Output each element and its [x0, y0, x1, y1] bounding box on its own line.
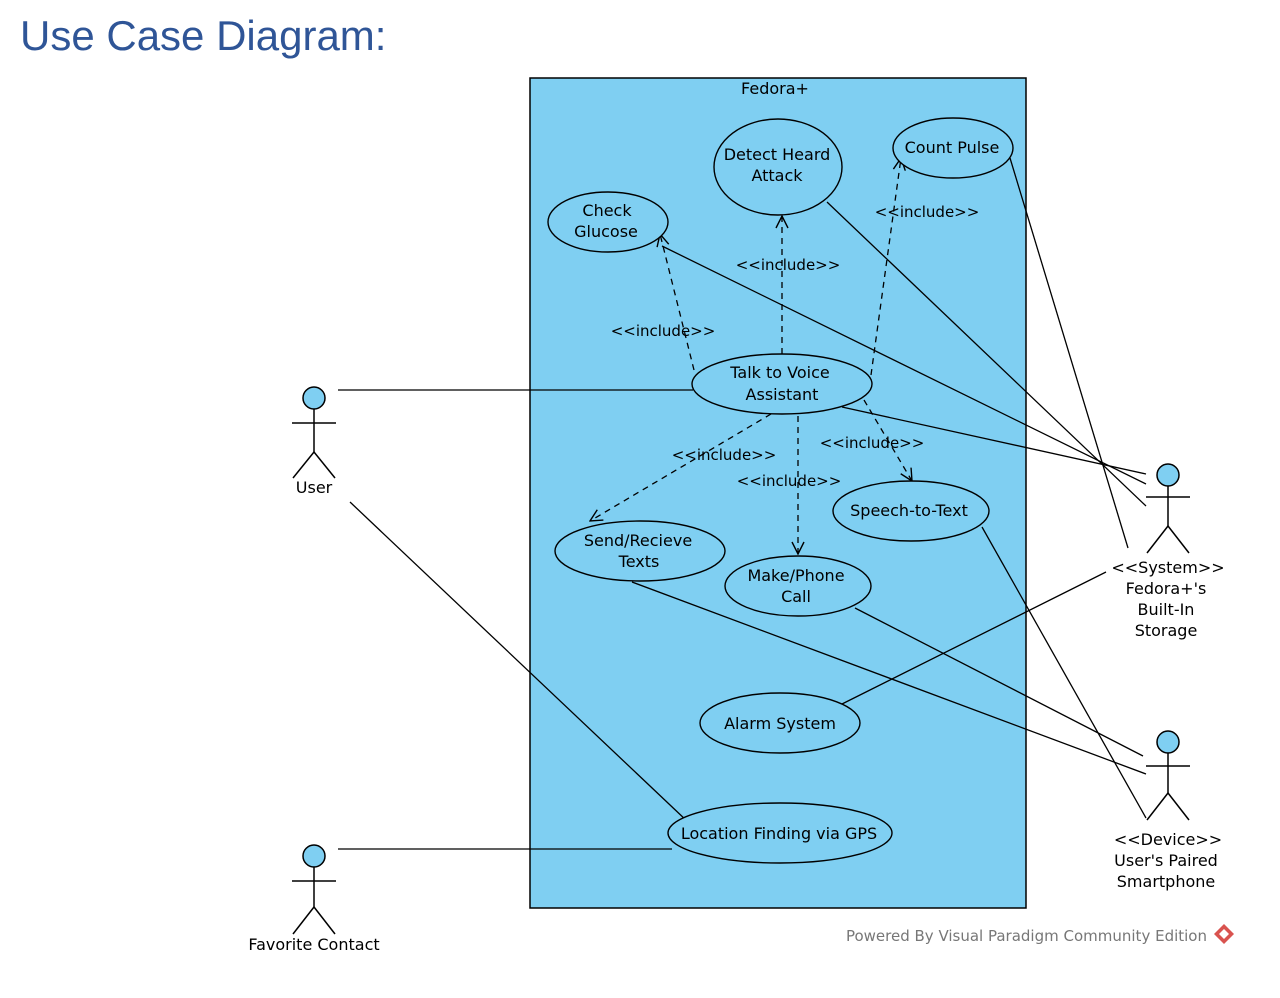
usecase-label: Alarm System: [724, 714, 836, 733]
usecase-label: Count Pulse: [905, 138, 1000, 157]
actor-label-storage: <<System>>: [1111, 558, 1224, 577]
assoc-speech-phone: [981, 526, 1147, 819]
system-name: Fedora+: [741, 79, 809, 98]
actor-label-favorite-contact: Favorite Contact: [248, 935, 379, 954]
usecase-label: Assistant: [746, 385, 819, 404]
include-label-call: <<include>>: [737, 472, 842, 490]
usecase-label: Location Finding via GPS: [681, 824, 877, 843]
include-arrow-glucose: [660, 234, 695, 371]
actor-head-icon: [1156, 730, 1180, 754]
actor-built-in-storage[interactable]: [1146, 463, 1190, 554]
associations: [338, 157, 1147, 850]
usecase-check-glucose[interactable]: [547, 191, 669, 253]
include-label-texts: <<include>>: [672, 446, 777, 464]
actor-label-storage: Fedora+'s: [1126, 579, 1207, 598]
actor-label-smartphone: Smartphone: [1117, 872, 1215, 891]
include-label-speech: <<include>>: [820, 434, 925, 452]
visual-paradigm-logo-icon: [1214, 924, 1234, 944]
include-label-glucose: <<include>>: [611, 322, 716, 340]
usecase-label: Check: [582, 201, 632, 220]
include-label-heart: <<include>>: [736, 256, 841, 274]
usecase-count-pulse[interactable]: [892, 117, 1014, 179]
usecase-label: Talk to Voice: [729, 363, 829, 382]
page-title: Use Case Diagram:: [20, 12, 387, 59]
usecase-make-phone-call[interactable]: [724, 555, 872, 617]
assoc-talk-storage: [841, 406, 1147, 475]
usecase-label: Speech-to-Text: [850, 501, 968, 520]
usecase-alarm-system[interactable]: [699, 692, 861, 754]
actor-head-icon: [302, 386, 326, 410]
usecase-detect-heart-attack[interactable]: [713, 118, 843, 216]
assoc-alarm-storage: [841, 571, 1107, 705]
usecase-label: Attack: [751, 166, 803, 185]
actor-favorite-contact[interactable]: [292, 844, 336, 935]
usecase-send-receive-texts[interactable]: [554, 520, 726, 582]
include-arrow-texts: [590, 413, 772, 521]
assoc-texts-phone: [631, 581, 1147, 775]
assoc-heart-storage: [826, 201, 1147, 507]
actor-paired-smartphone[interactable]: [1146, 730, 1190, 821]
assoc-glucose-storage: [661, 245, 1147, 485]
usecase-label: Make/Phone: [747, 566, 844, 585]
include-arrow-speech: [863, 399, 912, 481]
usecase-label: Glucose: [574, 222, 638, 241]
include-arrow-pulse: [870, 158, 901, 376]
assoc-pulse-storage: [1009, 157, 1129, 549]
footer-watermark: Powered By Visual Paradigm Community Edi…: [846, 927, 1207, 945]
actor-label-user: User: [296, 478, 333, 497]
actor-label-storage: Built-In: [1138, 600, 1195, 619]
assoc-call-phone: [854, 607, 1144, 757]
usecase-speech-to-text[interactable]: [832, 480, 990, 542]
usecase-label: Detect Heard: [724, 145, 831, 164]
assoc-user-location: [349, 501, 689, 823]
include-label-pulse: <<include>>: [875, 203, 980, 221]
usecase-location-finding[interactable]: [667, 802, 893, 864]
actor-head-icon: [1156, 463, 1180, 487]
actor-head-icon: [302, 844, 326, 868]
actor-user[interactable]: [292, 386, 336, 479]
actor-label-storage: Storage: [1135, 621, 1198, 640]
actor-label-smartphone: User's Paired: [1114, 851, 1218, 870]
actor-label-smartphone: <<Device>>: [1114, 830, 1222, 849]
include-relations: [590, 158, 912, 554]
usecase-talk-to-voice-assistant[interactable]: [691, 353, 873, 415]
usecase-label: Call: [781, 587, 811, 606]
usecase-label: Send/Recieve: [584, 531, 692, 550]
usecase-label: Texts: [618, 552, 660, 571]
